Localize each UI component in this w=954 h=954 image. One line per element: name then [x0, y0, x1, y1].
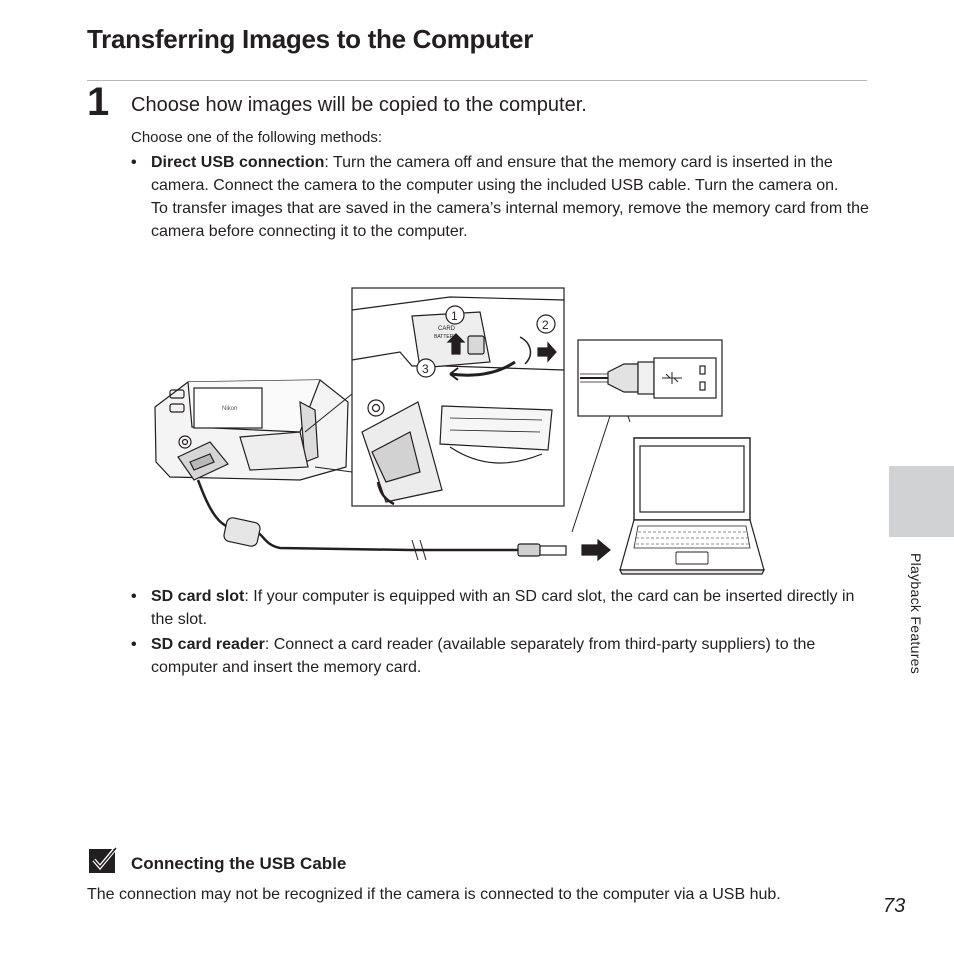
door-label-card: CARD — [438, 326, 456, 332]
note-title: Connecting the USB Cable — [131, 854, 347, 873]
bullet-icon: • — [131, 636, 137, 653]
camera-brand-label: Nikon — [222, 406, 237, 412]
laptop-illustration — [619, 437, 765, 575]
section-tab-label: Playback Features — [908, 553, 924, 675]
method-term: Direct USB connection — [151, 154, 325, 171]
method-term: SD card slot — [151, 588, 245, 605]
callout-2: 2 — [542, 318, 549, 332]
list-item-sd-card-reader: • SD card reader: Connect a card reader … — [131, 633, 871, 679]
note-text: The connection may not be recognized if … — [87, 886, 781, 903]
usb-connection-illustration: Nikon CARD BATTERY 1 2 — [154, 287, 765, 575]
bullet-icon: • — [131, 588, 137, 605]
title-divider — [87, 80, 867, 81]
method-term: SD card reader — [151, 636, 265, 653]
step-heading: Choose how images will be copied to the … — [131, 94, 587, 116]
method-extra: To transfer images that are saved in the… — [151, 200, 869, 240]
checkmark-note-icon — [89, 847, 117, 873]
method-text: : Turn the camera off and ensure that th… — [151, 154, 839, 194]
section-tab — [889, 466, 954, 537]
method-list-top: • Direct USB connection: Turn the camera… — [131, 151, 871, 245]
inset-camera-door: CARD BATTERY 1 2 3 — [351, 287, 565, 507]
callout-3: 3 — [422, 362, 429, 376]
list-item-direct-usb: • Direct USB connection: Turn the camera… — [131, 151, 871, 243]
step-number: 1 — [87, 80, 110, 124]
usb-plug-inset — [571, 339, 723, 533]
method-list-bottom: • SD card slot: If your computer is equi… — [131, 585, 871, 681]
step-intro: Choose one of the following methods: — [131, 129, 382, 146]
method-text: : If your computer is equipped with an S… — [151, 588, 855, 628]
callout-1: 1 — [451, 309, 458, 323]
method-text: : Connect a card reader (available separ… — [151, 636, 816, 676]
door-label-battery: BATTERY — [434, 334, 457, 340]
page-title: Transferring Images to the Computer — [87, 24, 534, 54]
list-item-sd-card-slot: • SD card slot: If your computer is equi… — [131, 585, 871, 631]
bullet-icon: • — [131, 154, 137, 171]
page-number: 73 — [883, 895, 906, 917]
